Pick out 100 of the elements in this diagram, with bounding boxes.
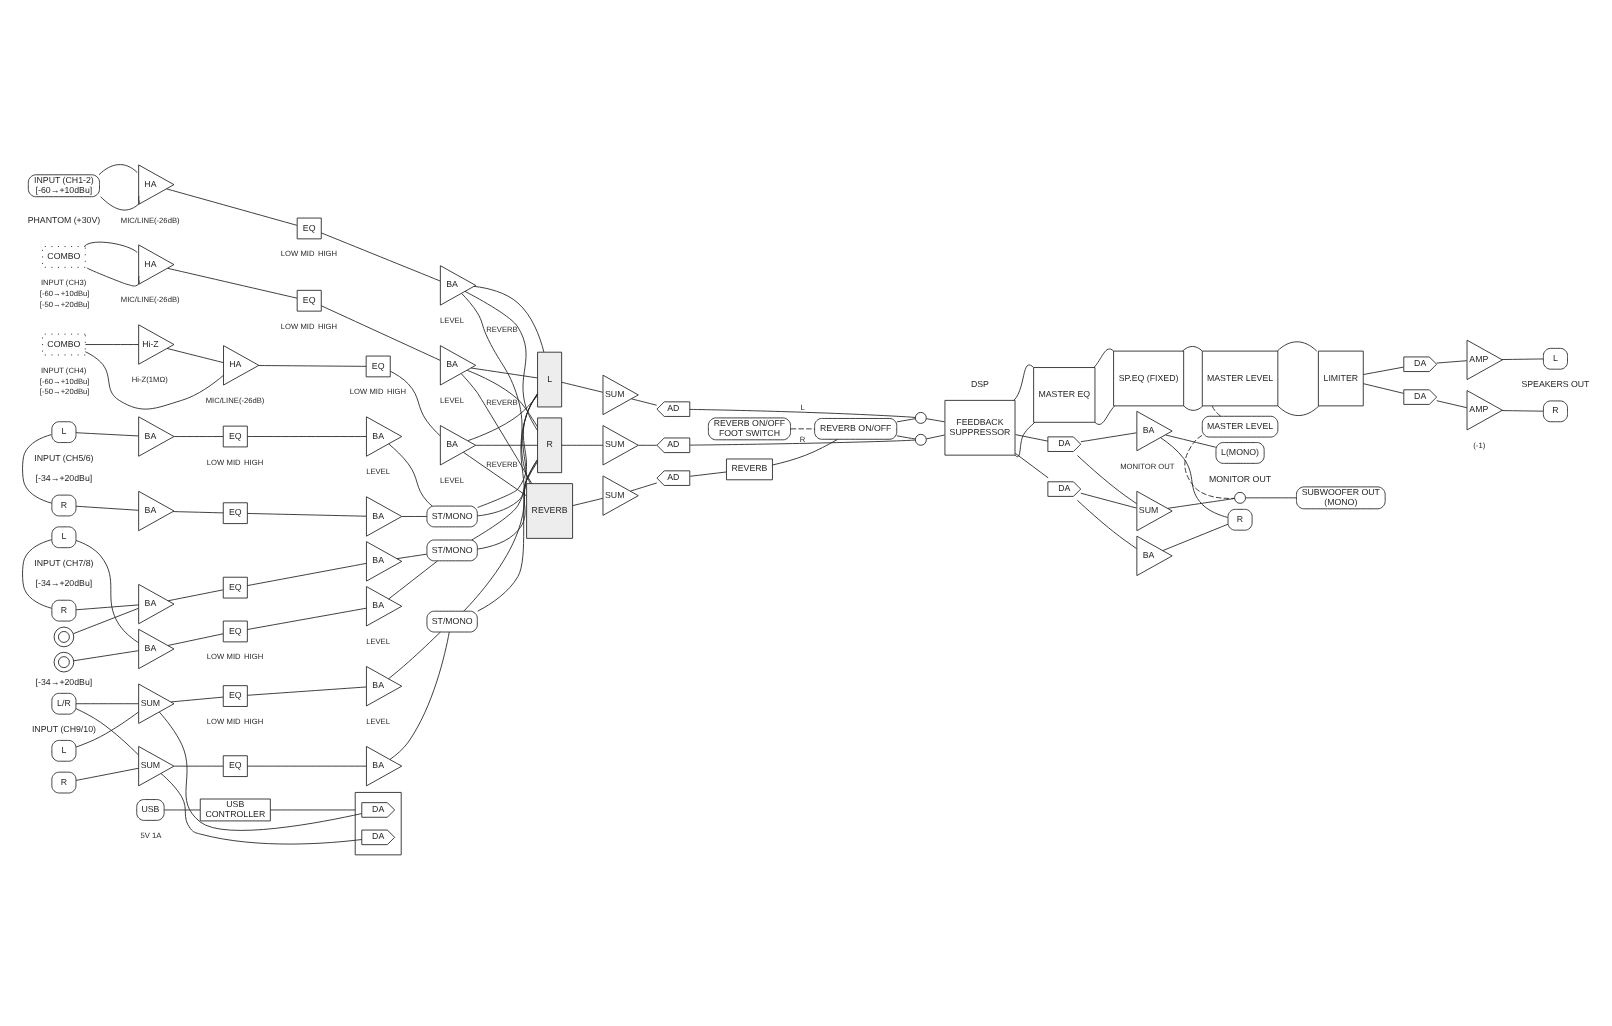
connector [772,437,838,465]
connector [22,433,52,503]
connector [167,632,224,645]
connector [75,710,139,747]
connector [247,435,367,436]
connector [173,764,224,766]
connector [100,195,140,210]
connector [170,695,224,702]
connector [247,561,367,586]
connector [473,284,545,352]
connector [477,458,538,549]
connector [173,435,224,436]
connector [475,443,538,445]
connector [75,702,139,704]
connector [466,368,538,427]
connector [388,442,433,506]
connector [460,372,533,483]
connector [689,407,916,417]
cluster [354,791,402,855]
connector [1167,497,1235,508]
connector [84,350,224,409]
connector [629,481,658,491]
node-circle [914,411,927,423]
connector [561,380,604,392]
connector [75,603,139,610]
connector [86,266,140,286]
connector [247,685,367,695]
node-circle [1234,490,1246,503]
connector [172,510,224,513]
connector [401,515,428,516]
connector [164,808,201,810]
connector [1162,522,1229,550]
connector [1014,451,1049,478]
connector [689,470,727,476]
connector [790,427,815,429]
connector [75,504,139,510]
connector [247,764,367,766]
connector [464,289,538,430]
node-circle [914,432,927,445]
connector [463,392,538,611]
connector [1436,359,1468,363]
connector [925,433,945,439]
connector [1093,347,1114,367]
connector [1211,404,1222,416]
connector [84,240,138,252]
connector [1076,454,1138,504]
connector [158,710,362,830]
connector [1094,404,1116,424]
connector [1080,491,1137,508]
connector [561,443,604,445]
connector [463,450,527,496]
connector [1183,404,1204,410]
connector [1501,357,1544,359]
connector [925,417,945,422]
node-circle [53,625,75,647]
connector [631,397,658,405]
connector [388,559,438,599]
connector [389,369,441,436]
connector [1276,340,1318,351]
connector [1501,409,1544,411]
connector [476,460,538,516]
connector [160,772,363,844]
connector [75,539,139,643]
connector [166,187,298,225]
connector [896,417,916,422]
connector [22,538,52,608]
connector [1245,496,1297,498]
connector [1165,433,1217,447]
connector [167,588,224,601]
connector [389,630,450,759]
connector [166,347,224,363]
connector [1277,404,1320,415]
connector [270,808,356,810]
connector [470,366,538,378]
connector [638,443,658,445]
connector [320,304,441,360]
connector [75,766,139,780]
connector [1014,420,1036,457]
connector [1363,382,1404,393]
connector [320,231,441,281]
connector [396,552,428,559]
connector [1014,433,1049,441]
connector [1436,399,1468,408]
connector [388,630,441,679]
connector [258,364,367,366]
connector [689,438,916,445]
connector [572,496,604,506]
connector [1363,365,1404,374]
connector [98,163,138,175]
connector [75,707,139,755]
connector [477,458,538,611]
connector [467,394,538,441]
connector [1080,431,1137,442]
connector [73,649,139,661]
connector [1182,345,1203,351]
connector [247,606,367,629]
connector [167,266,298,298]
connector [896,434,916,439]
connector [85,343,140,344]
connector [75,431,139,436]
